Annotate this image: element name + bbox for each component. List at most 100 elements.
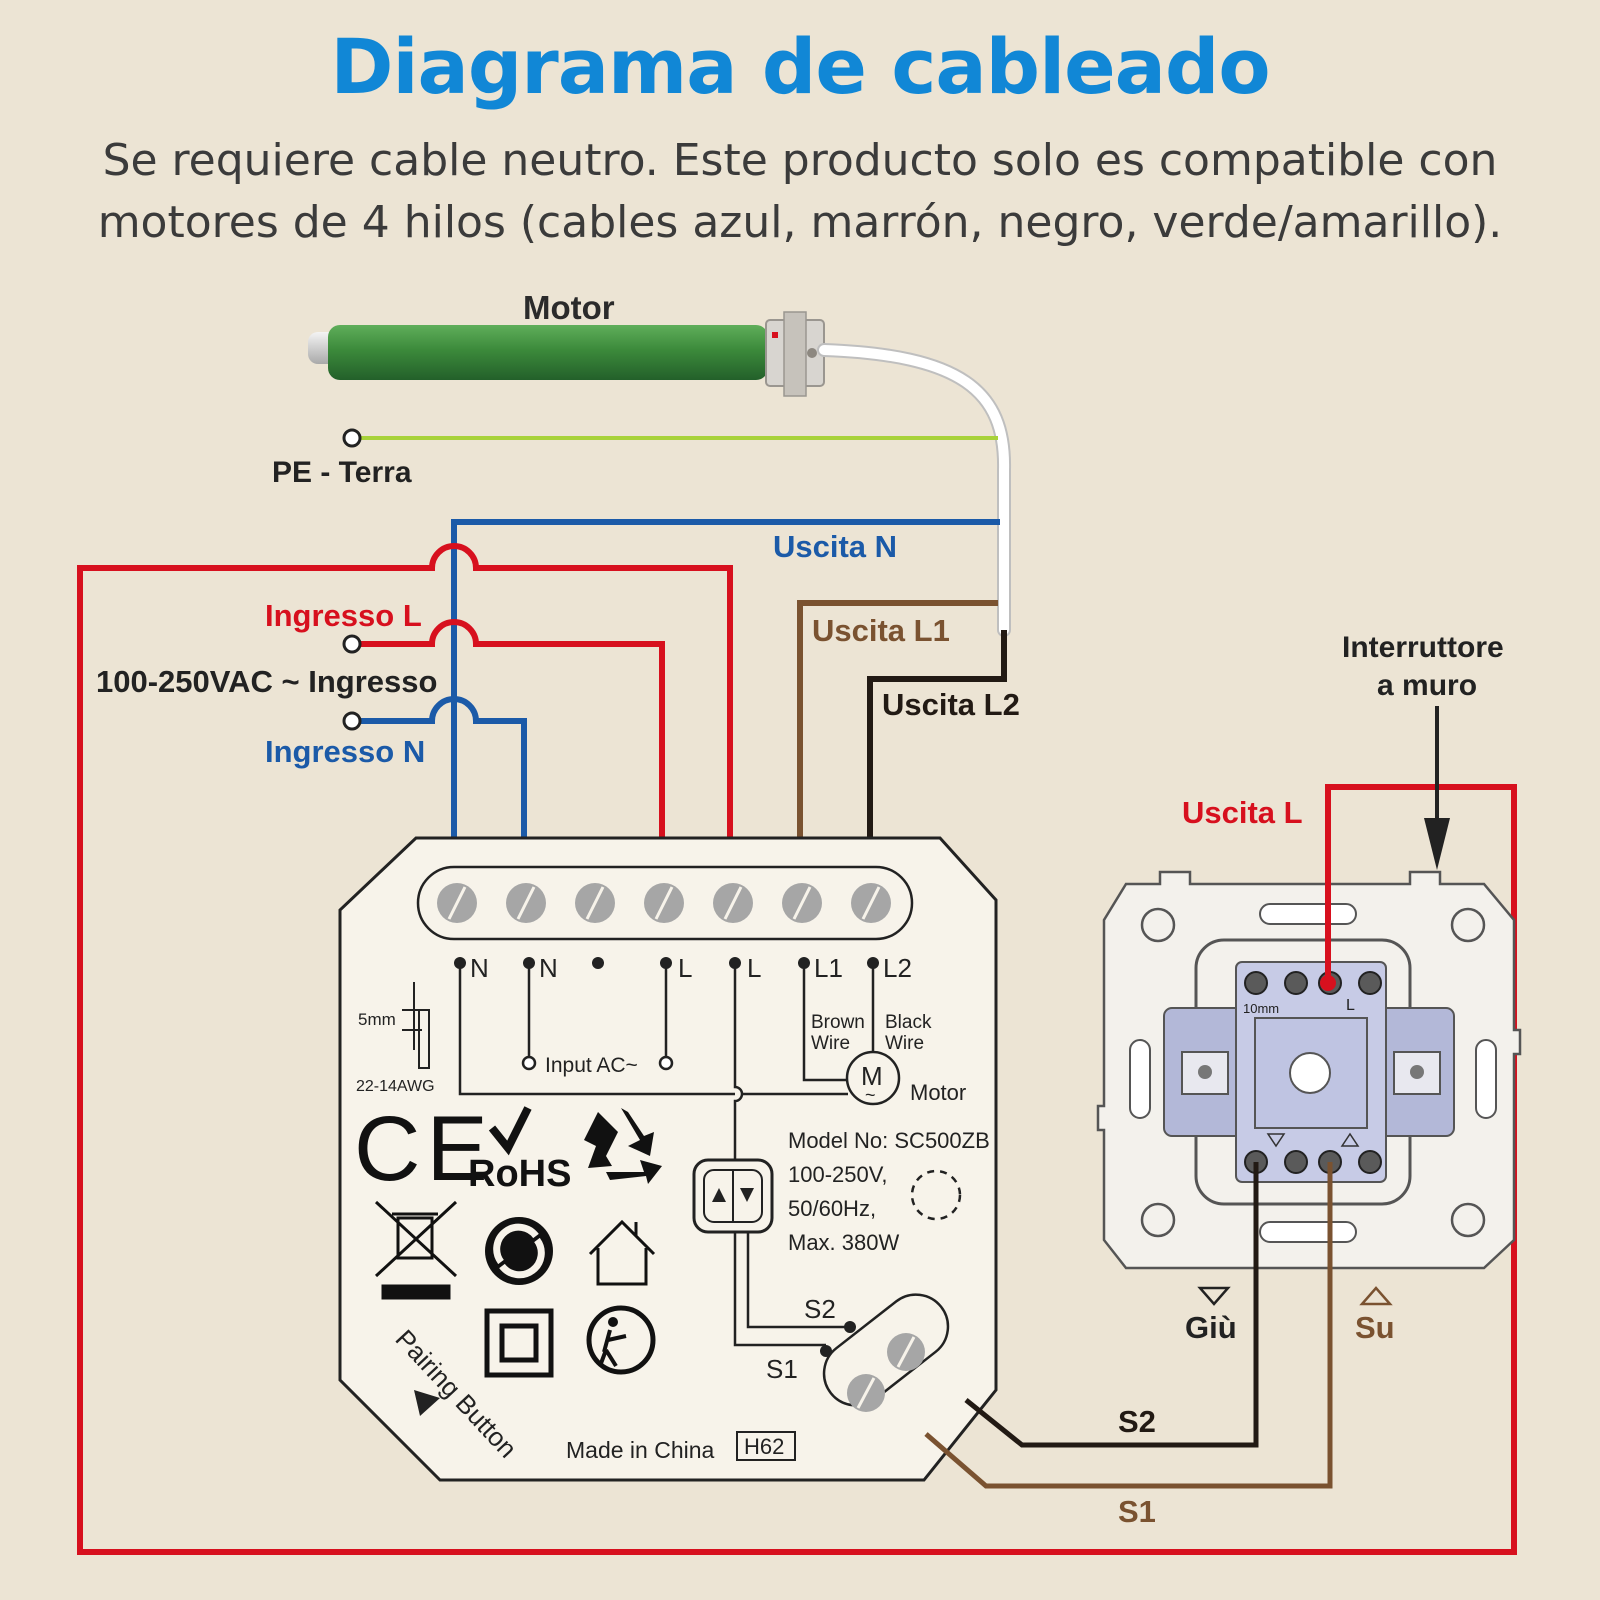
terminal-label-out-l2: L2 [883,953,912,983]
s1-wire [924,1162,1333,1489]
uscita-l1-wire [797,600,998,838]
led-indicator-outline [910,1169,962,1221]
subtitle-line-1: Se requiere cable neutro. Este producto … [102,135,1498,186]
s2-terminal-dot [844,1321,856,1333]
terminal-screw-slot [792,886,812,920]
strip-length-label: 5mm [358,1010,396,1029]
switch-slot-left [1129,1039,1151,1119]
terminal-label-n2: N [539,953,558,983]
switch-clip-right-screw [1410,1065,1424,1079]
switch-down-mark-icon [1266,1133,1286,1148]
switch-terminal [1244,971,1268,995]
tidyman-body [598,1329,627,1368]
uscita-l-label: Uscita L [1182,795,1303,830]
wall-switch-label-line-2: a muro [1377,669,1477,702]
switch-terminal [1284,1150,1308,1174]
brown-wire-line-1: Brown [811,1012,865,1033]
strip-wire [418,1009,430,1069]
motor-symbol-tilde: ~ [865,1085,876,1105]
switch-screw-hole [1450,1202,1486,1238]
terminal-screw-slot [723,886,743,920]
up-arrow-icon [712,1188,726,1202]
green-dot-arrow [499,1237,545,1279]
s2-screw-slot [896,1336,916,1368]
smart-module: N N L L L1 L2 [338,836,998,1482]
schematic-l1-to-motor [802,963,848,1082]
page-subtitle: Se requiere cable neutro. Este producto … [40,130,1560,254]
terminal-screw-slot [447,886,467,920]
switch-clip-left-screw [1198,1065,1212,1079]
subtitle-line-2: motores de 4 hilos (cables azul, marrón,… [97,197,1503,248]
recycle-arrow [584,1112,618,1168]
class-two-icon [484,1308,554,1378]
strip-length-icon [402,982,430,1069]
voltage-input-label: 100-250VAC ~ Ingresso [96,664,437,699]
giu-icon [1197,1286,1231,1306]
code-label: H62 [744,1434,784,1459]
internal-schematic [458,963,875,1347]
switch-center-button [1289,1052,1331,1094]
model-frequency: 50/60Hz, [788,1196,876,1221]
mains-l-loop-wire [77,543,1517,1555]
uscita-l-terminal-dot [1320,975,1336,991]
switch-screw-holes [1140,907,1486,1238]
tidyman-icon [586,1305,656,1375]
pairing-arrow-icon [414,1390,440,1416]
earth-terminal [342,428,362,448]
su-icon [1359,1286,1393,1306]
weee-bin-icon [374,1200,458,1300]
switch-screw-hole [1140,907,1176,943]
s2-terminal-label: S2 [804,1294,836,1324]
pe-label: PE - Terra [272,456,412,489]
switch-slot-bottom [1259,1221,1357,1243]
motor-symbol [845,1050,901,1106]
black-wire-line-2: Wire [885,1033,924,1054]
motor-head-bracket [783,311,807,397]
module-housing [338,836,998,1482]
terminal-label-out-l1: L1 [814,953,843,983]
terminal-label-n1: N [470,953,489,983]
terminal-label-l1: L [678,953,692,983]
s1-wire-label: S1 [1118,1494,1156,1529]
motor-symbol-label: Motor [910,1080,966,1105]
schematic-live-line [733,963,826,1347]
model-max-power: Max. 380W [788,1230,899,1255]
bin-bar [381,1284,451,1300]
switch-screw-hole [1450,907,1486,943]
giu-label: Giù [1185,1310,1237,1345]
switch-up-mark-icon [1340,1132,1360,1147]
s1-terminal-label: S1 [766,1354,798,1384]
brown-wire-label: Brown Wire [811,1012,870,1054]
input-terminal-l [658,1055,674,1071]
s2-wire-label: S2 [1118,1404,1156,1439]
switch-terminal-l-label: L [1346,997,1355,1014]
model-number: Model No: SC500ZB [788,1128,990,1153]
wall-switch-label-line-1: Interruttore [1342,631,1504,664]
terminal-screw-slot [585,886,605,920]
awg-label: 22-14AWG [356,1078,435,1095]
switch-dimension-label: 10mm [1243,1001,1279,1016]
ingresso-l-wire [360,619,665,838]
green-dot-arrow [493,1223,539,1265]
page-title: Diagrama de cableado [330,22,1270,111]
uscita-l2-label: Uscita L2 [882,687,1020,722]
down-arrow-icon [740,1188,754,1202]
tidyman-circle [586,1305,656,1375]
motor-head-indicator [772,332,778,338]
bin-body [396,1216,434,1260]
ingresso-n-wire [360,696,527,838]
class-two-inner [499,1323,539,1363]
terminal-screw-slot [861,886,881,920]
motor-tube [328,325,768,380]
ingresso-n-label: Ingresso N [265,734,425,769]
wall-switch: 10mm L [1096,870,1522,1270]
switch-slot-right [1475,1039,1497,1119]
uscita-n-label: Uscita N [773,529,897,564]
tidyman-head [608,1317,618,1327]
green-dot-icon [485,1217,553,1285]
switch-terminal [1358,1150,1382,1174]
motor-symbol-m: M [861,1061,883,1091]
ingresso-l-terminal [342,634,362,654]
motor: Motor [308,289,825,397]
